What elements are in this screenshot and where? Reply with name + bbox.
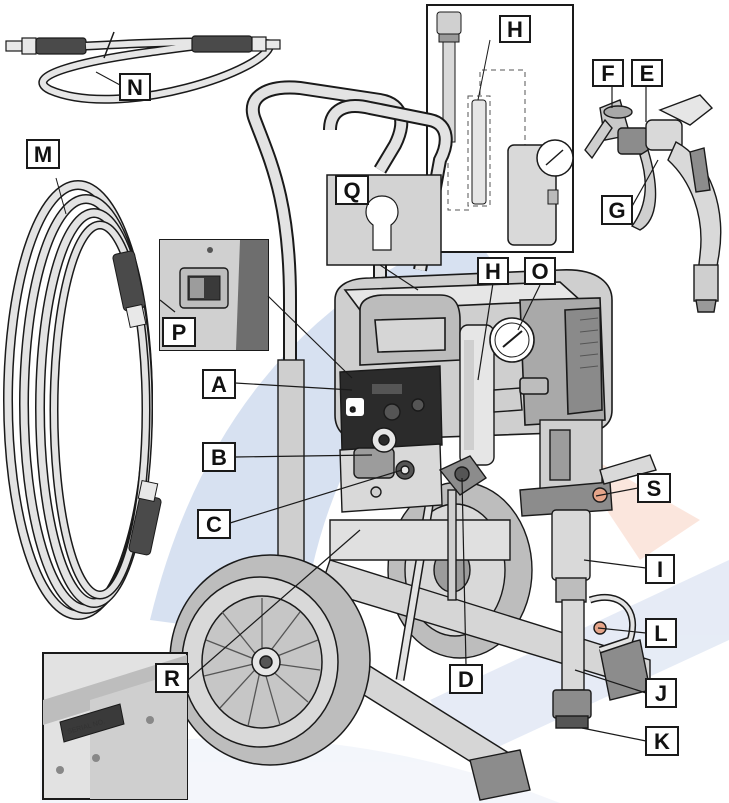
label-P: P xyxy=(162,317,196,347)
pressure-control xyxy=(339,427,443,513)
pump-filter-inset xyxy=(426,4,574,253)
prime-valve xyxy=(438,455,487,601)
label-E: E xyxy=(631,59,663,87)
label-H: H xyxy=(477,257,509,285)
svg-text:F: F xyxy=(601,61,614,86)
svg-text:E: E xyxy=(640,61,655,86)
coiled-hose-M xyxy=(3,177,162,620)
svg-text:O: O xyxy=(531,259,548,284)
label-C: C xyxy=(197,509,231,539)
pump-assembly xyxy=(519,419,657,729)
label-N: N xyxy=(119,73,151,101)
label-J: J xyxy=(645,678,677,708)
svg-text:S: S xyxy=(647,476,662,501)
label-D: D xyxy=(449,664,483,694)
svg-text:Q: Q xyxy=(343,178,360,203)
svg-text:B: B xyxy=(211,445,227,470)
label-L: L xyxy=(645,618,677,648)
svg-text:A: A xyxy=(211,372,227,397)
leader-lines xyxy=(159,86,659,742)
frame-post xyxy=(277,359,305,581)
power-switch-inset xyxy=(159,239,269,351)
control-panel: G xyxy=(339,365,443,453)
front-wheel xyxy=(169,554,371,766)
svg-text:H: H xyxy=(507,17,523,42)
label-H-top: H xyxy=(499,15,531,43)
svg-text:R: R xyxy=(164,666,180,691)
svg-text:P: P xyxy=(172,320,187,345)
label-F: F xyxy=(592,59,624,87)
label-M: M xyxy=(26,139,60,169)
svg-text:K: K xyxy=(654,729,670,754)
label-O: O xyxy=(524,257,556,285)
svg-text:I: I xyxy=(657,557,663,582)
label-G: G xyxy=(601,195,633,225)
svg-text:L: L xyxy=(654,621,667,646)
svg-text:J: J xyxy=(655,681,667,706)
label-I: I xyxy=(645,554,675,584)
svg-text:D: D xyxy=(458,667,474,692)
pressure-gauge xyxy=(489,317,549,395)
spray-gun xyxy=(584,94,722,313)
label-B: B xyxy=(202,442,236,472)
svg-text:G: G xyxy=(350,407,356,414)
callout-labels: N M H F E G Q H xyxy=(26,15,679,756)
svg-text:N: N xyxy=(127,75,143,100)
label-S: S xyxy=(637,473,671,503)
label-R: R xyxy=(155,663,189,693)
svg-text:C: C xyxy=(206,512,222,537)
label-K: K xyxy=(645,726,679,756)
vent-slots xyxy=(579,317,599,369)
svg-text:H: H xyxy=(485,259,501,284)
svg-text:G: G xyxy=(608,198,625,223)
short-hose-N xyxy=(5,31,281,104)
label-Q: Q xyxy=(335,175,369,205)
svg-text:M: M xyxy=(34,142,52,167)
label-A: A xyxy=(202,369,236,399)
